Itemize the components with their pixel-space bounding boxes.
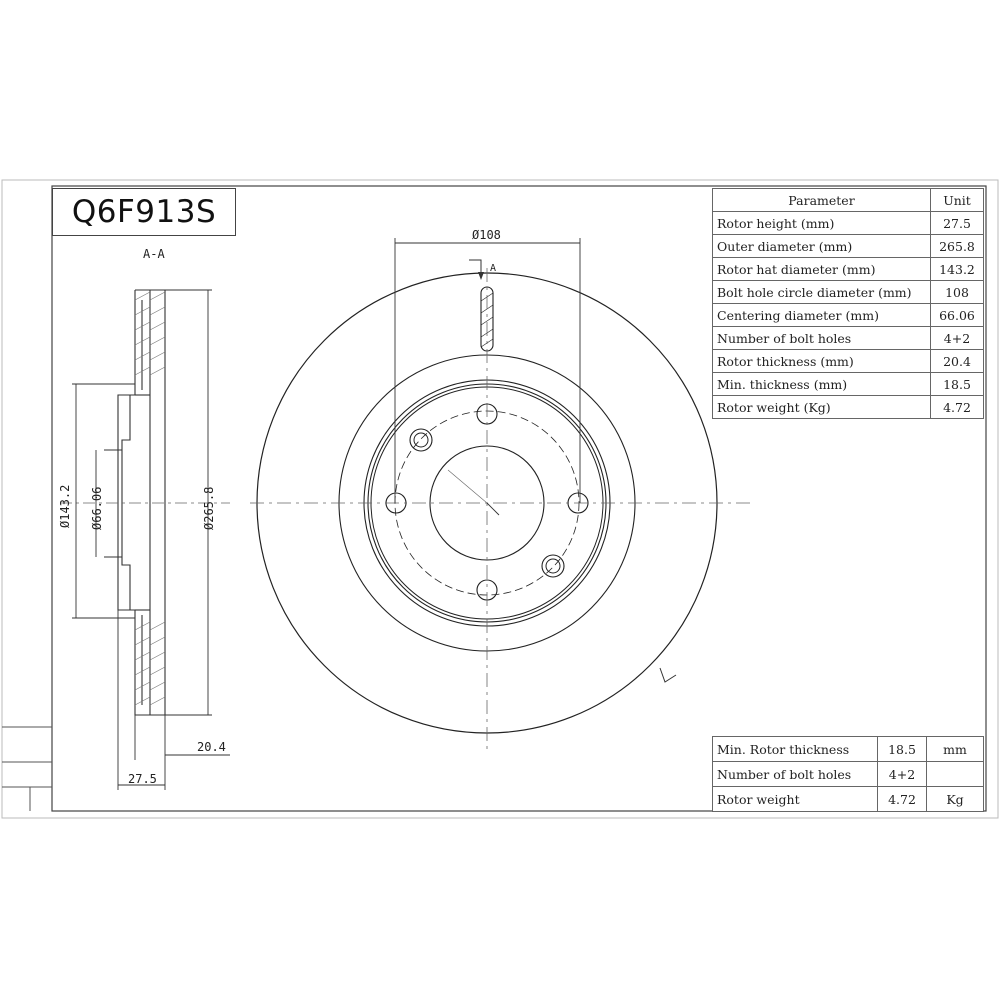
hat-diameter-label: Ø143.2 (58, 485, 72, 528)
height-label: 27.5 (128, 772, 157, 786)
row-label: Min. Rotor thickness (712, 736, 878, 762)
row-label: Rotor height (mm) (712, 211, 931, 235)
front-centerlines (250, 268, 752, 752)
row-label: Centering diameter (mm) (712, 303, 931, 327)
sheet-frame-outer (1, 179, 999, 819)
row-label: Number of bolt holes (712, 761, 878, 787)
table-row: Rotor hat diameter (mm)143.2 (712, 257, 984, 281)
parameter-table: Parameter Unit Rotor height (mm)27.5 Out… (712, 188, 984, 419)
center-leader-diagonal (447, 469, 488, 504)
bolt-circle-label: Ø108 (472, 228, 501, 242)
bolt-circle-dimension (394, 238, 581, 503)
margin-grid (2, 726, 52, 811)
centering-diameter-label: Ø66.06 (90, 487, 104, 530)
row-label: Rotor weight (712, 786, 878, 812)
row-unit (926, 761, 984, 787)
view-marker-label: A (490, 263, 496, 274)
table-row: Outer diameter (mm)265.8 (712, 234, 984, 258)
table-row: Bolt hole circle diameter (mm)108 (712, 280, 984, 304)
rotation-arrow (659, 667, 677, 683)
row-label: Rotor thickness (mm) (712, 349, 931, 373)
row-value: 265.8 (930, 234, 984, 258)
locating-hole-upper-inner (413, 432, 429, 448)
header-parameter: Parameter (712, 188, 931, 212)
row-value: 20.4 (930, 349, 984, 373)
row-label: Rotor weight (Kg) (712, 395, 931, 419)
row-value: 4.72 (930, 395, 984, 419)
row-value: 4+2 (877, 761, 927, 787)
center-leader (486, 502, 500, 516)
section-hatch (134, 291, 166, 706)
row-value: 143.2 (930, 257, 984, 281)
table-row: Centering diameter (mm)66.06 (712, 303, 984, 327)
row-value: 18.5 (877, 736, 927, 762)
header-unit: Unit (930, 188, 984, 212)
table-row: Min. thickness (mm)18.5 (712, 372, 984, 396)
part-number-box: Q6F913S (52, 188, 236, 236)
locating-hole-lower-inner (545, 558, 561, 574)
sheet-frame-inner (51, 185, 987, 812)
table-row: Rotor height (mm)27.5 (712, 211, 984, 235)
row-value: 108 (930, 280, 984, 304)
section-view (104, 289, 166, 716)
row-unit: Kg (926, 786, 984, 812)
row-value: 4+2 (930, 326, 984, 350)
locating-hole-lower (541, 554, 565, 578)
section-dimension-lines (72, 289, 230, 790)
table-row: Rotor weight (Kg)4.72 (712, 395, 984, 419)
part-number: Q6F913S (71, 194, 217, 230)
table-row: Rotor thickness (mm)20.4 (712, 349, 984, 373)
row-value: 4.72 (877, 786, 927, 812)
outer-diameter-label: Ø265.8 (202, 487, 216, 530)
row-label: Number of bolt holes (712, 326, 931, 350)
thickness-label: 20.4 (197, 740, 226, 754)
view-marker-arrowhead (478, 272, 484, 280)
locating-hole-upper (409, 428, 433, 452)
row-value: 27.5 (930, 211, 984, 235)
row-value: 18.5 (930, 372, 984, 396)
row-value: 66.06 (930, 303, 984, 327)
row-unit: mm (926, 736, 984, 762)
row-label: Outer diameter (mm) (712, 234, 931, 258)
row-label: Min. thickness (mm) (712, 372, 931, 396)
parameter-table-header: Parameter Unit (712, 188, 984, 212)
row-label: Rotor hat diameter (mm) (712, 257, 931, 281)
section-label: A-A (143, 247, 165, 261)
view-marker-arrow (469, 259, 482, 278)
row-label: Bolt hole circle diameter (mm) (712, 280, 931, 304)
